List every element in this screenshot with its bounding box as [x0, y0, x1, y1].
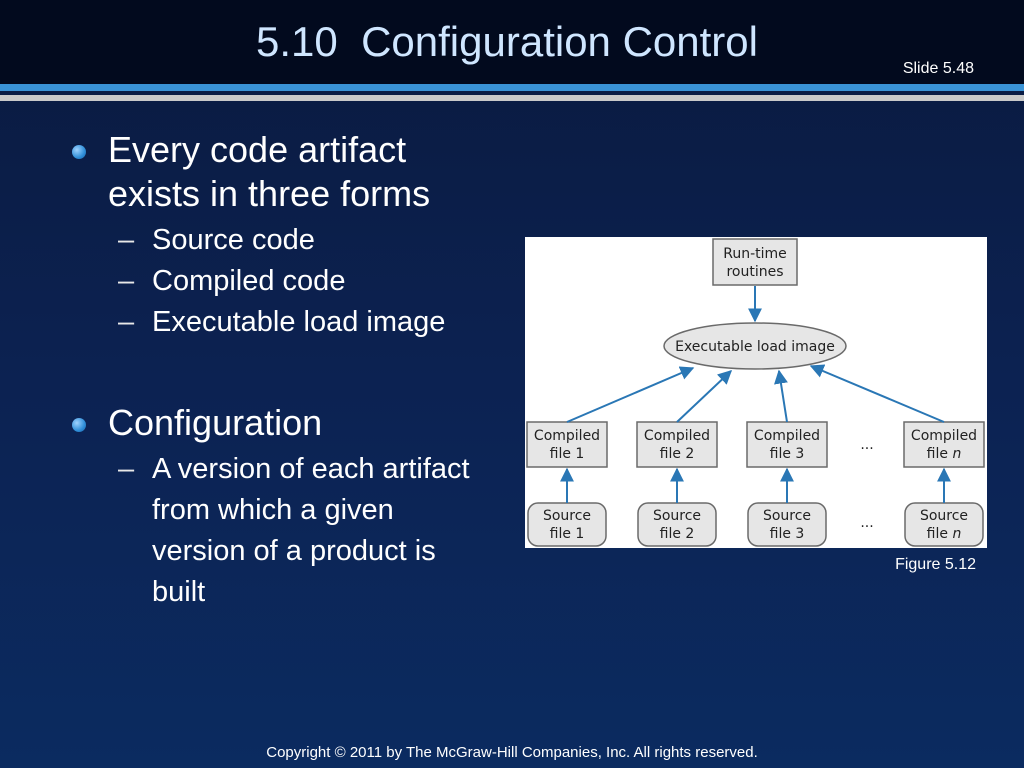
- slide-title: 5.10 Configuration Control: [256, 18, 758, 65]
- title-bar: [0, 0, 1024, 84]
- runtime-routines-box: [712, 238, 798, 286]
- dash-icon: –: [118, 306, 135, 338]
- slide-number: Slide 5.48: [902, 60, 974, 77]
- compiled-file-box: [746, 421, 828, 468]
- load-image-ellipse: [663, 322, 847, 370]
- arrow: [774, 369, 788, 423]
- sub-bullet-text: Compiled code: [152, 265, 346, 297]
- bullet-dot-icon: [72, 418, 86, 432]
- figure-caption: Figure 5.12: [895, 556, 976, 573]
- title-rule-blue: [0, 84, 1024, 91]
- bullet-item: Every code artifact exists in three form…: [72, 128, 508, 216]
- sub-bullet-list: –Source code –Compiled code –Executable …: [72, 220, 522, 343]
- sub-bullet-item: –A version of each artifact from which a…: [72, 449, 492, 613]
- arrow: [676, 370, 733, 423]
- compiled-ellipsis: ...: [860, 437, 873, 453]
- load-image-label: Executable load image: [675, 339, 835, 355]
- dash-icon: –: [118, 265, 135, 297]
- sub-bullet-text: A version of each artifact from which a …: [152, 453, 470, 608]
- bullet-text: Every code artifact exists in three form…: [108, 129, 431, 214]
- sub-bullet-item: –Compiled code: [72, 261, 492, 302]
- source-ellipsis: ...: [860, 515, 873, 531]
- arrow: [566, 366, 695, 423]
- sub-bullet-text: Executable load image: [152, 306, 446, 338]
- compiled-file-box: [526, 421, 608, 468]
- compiled-file-box: [903, 421, 985, 468]
- sub-bullet-item: –Source code: [72, 220, 492, 261]
- sub-bullet-list: –A version of each artifact from which a…: [72, 449, 522, 613]
- bullet-list: Every code artifact exists in three form…: [72, 128, 522, 613]
- sub-bullet-item: –Executable load image: [72, 302, 492, 343]
- copyright-footer: Copyright © 2011 by The McGraw-Hill Comp…: [266, 744, 758, 761]
- sub-bullet-text: Source code: [152, 224, 315, 256]
- dash-icon: –: [118, 453, 135, 485]
- bullet-text: Configuration: [108, 402, 323, 443]
- bullet-item: Configuration: [72, 401, 508, 445]
- title-rule-gray: [0, 95, 1024, 101]
- arrow: [809, 364, 945, 423]
- dash-icon: –: [118, 224, 135, 256]
- bullet-dot-icon: [72, 145, 86, 159]
